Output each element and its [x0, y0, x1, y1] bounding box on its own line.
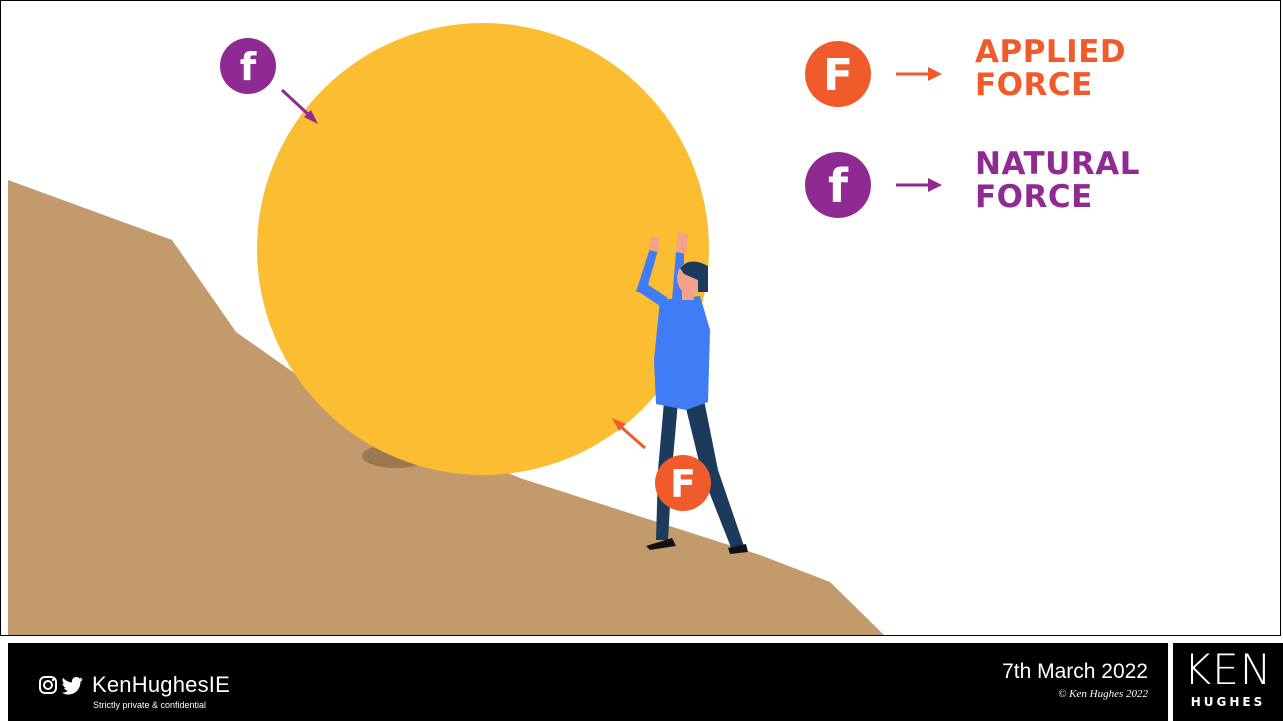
- legend-applied-line2: FORCE: [975, 69, 1126, 102]
- svg-text:f: f: [828, 159, 849, 213]
- presentation-date: 7th March 2022: [1002, 660, 1148, 684]
- svg-text:F: F: [670, 462, 696, 506]
- logo-line1: KEN: [1173, 649, 1283, 691]
- instagram-icon: [38, 675, 58, 695]
- social-handle: KenHughesIE: [92, 672, 230, 698]
- arrow-icon: [896, 178, 942, 192]
- twitter-icon: [62, 675, 84, 695]
- legend-applied-line1: APPLIED: [975, 36, 1126, 69]
- logo-line2: HUGHES: [1173, 695, 1283, 709]
- legend-natural-line2: FORCE: [975, 181, 1140, 214]
- legend-applied-label: APPLIED FORCE: [975, 36, 1126, 102]
- footer-bar: KenHughesIE Strictly private & confident…: [8, 643, 1168, 721]
- applied-force-icon: F: [805, 41, 871, 107]
- legend-natural-label: NATURAL FORCE: [975, 148, 1140, 214]
- social-handles: KenHughesIE: [38, 672, 230, 698]
- natural-force-icon: f: [805, 152, 871, 218]
- footer: KenHughesIE Strictly private & confident…: [0, 640, 1283, 721]
- confidential-note: Strictly private & confidential: [93, 700, 206, 710]
- svg-text:F: F: [823, 50, 853, 101]
- boulder: [257, 23, 709, 475]
- natural-force-marker: f: [220, 38, 318, 124]
- svg-text:f: f: [240, 45, 257, 89]
- arrow-icon: [896, 67, 942, 81]
- man-hand-front: [676, 232, 688, 254]
- man-shirt: [654, 296, 710, 410]
- legend-natural-line1: NATURAL: [975, 148, 1140, 181]
- ken-hughes-logo: KEN HUGHES: [1173, 643, 1283, 721]
- copyright-note: © Ken Hughes 2022: [1058, 688, 1148, 700]
